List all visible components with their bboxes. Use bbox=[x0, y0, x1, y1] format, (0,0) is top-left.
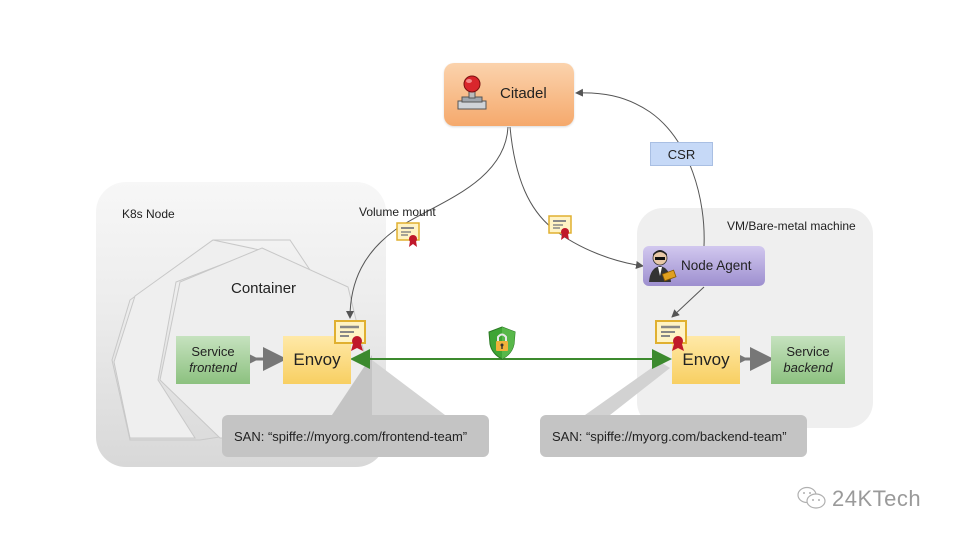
watermark-text: 24KTech bbox=[832, 486, 922, 511]
volume-mount-label: Volume mount bbox=[359, 205, 436, 219]
citadel-box[interactable]: Citadel bbox=[444, 63, 574, 126]
citadel-to-frontend-arrow bbox=[346, 126, 509, 319]
node-agent-label: Node Agent bbox=[681, 258, 752, 273]
service-backend-name: backend bbox=[783, 360, 833, 375]
vm-node-region bbox=[637, 208, 873, 428]
certificate-icon-backend bbox=[655, 320, 687, 351]
citadel-to-node-agent-arrow bbox=[509, 126, 644, 269]
service-backend-title: Service bbox=[786, 344, 830, 359]
certificate-icon-volume bbox=[396, 222, 420, 247]
shield-lock-icon bbox=[488, 326, 516, 360]
rubber-stamp-icon bbox=[457, 75, 487, 110]
envoy-backend-label: Envoy bbox=[682, 350, 730, 369]
service-frontend-name: frontend bbox=[189, 360, 237, 375]
vm-node-label: VM/Bare-metal machine bbox=[727, 219, 856, 233]
csr-arrow bbox=[575, 88, 705, 247]
san-frontend-callout: SAN: “spiffe://myorg.com/frontend-team” bbox=[222, 415, 489, 457]
san-backend-callout: SAN: “spiffe://myorg.com/backend-team” bbox=[540, 415, 807, 457]
service-backend-box[interactable]: Service backend bbox=[771, 336, 845, 384]
csr-label: CSR bbox=[650, 142, 713, 166]
node-agent-box[interactable]: Node Agent bbox=[643, 246, 765, 286]
certificate-icon-frontend bbox=[334, 320, 366, 351]
agent-person-icon bbox=[649, 250, 677, 282]
container-label: Container bbox=[231, 280, 297, 297]
node-agent-to-backend-arrow bbox=[671, 286, 705, 318]
san-frontend-pointer bbox=[332, 355, 372, 415]
container-hexagon-back bbox=[111, 239, 331, 441]
certificate-icon-transit bbox=[548, 215, 572, 240]
k8s-node-label: K8s Node bbox=[122, 207, 175, 221]
san-frontend-pointer-2 bbox=[372, 360, 445, 415]
san-backend-pointer bbox=[585, 362, 670, 415]
envoy-frontend-label: Envoy bbox=[293, 350, 341, 369]
envoy-frontend-box[interactable]: Envoy bbox=[283, 336, 351, 384]
service-frontend-box[interactable]: Service frontend bbox=[176, 336, 250, 384]
wechat-icon bbox=[797, 486, 826, 509]
citadel-label: Citadel bbox=[500, 85, 547, 102]
service-frontend-title: Service bbox=[191, 344, 235, 359]
